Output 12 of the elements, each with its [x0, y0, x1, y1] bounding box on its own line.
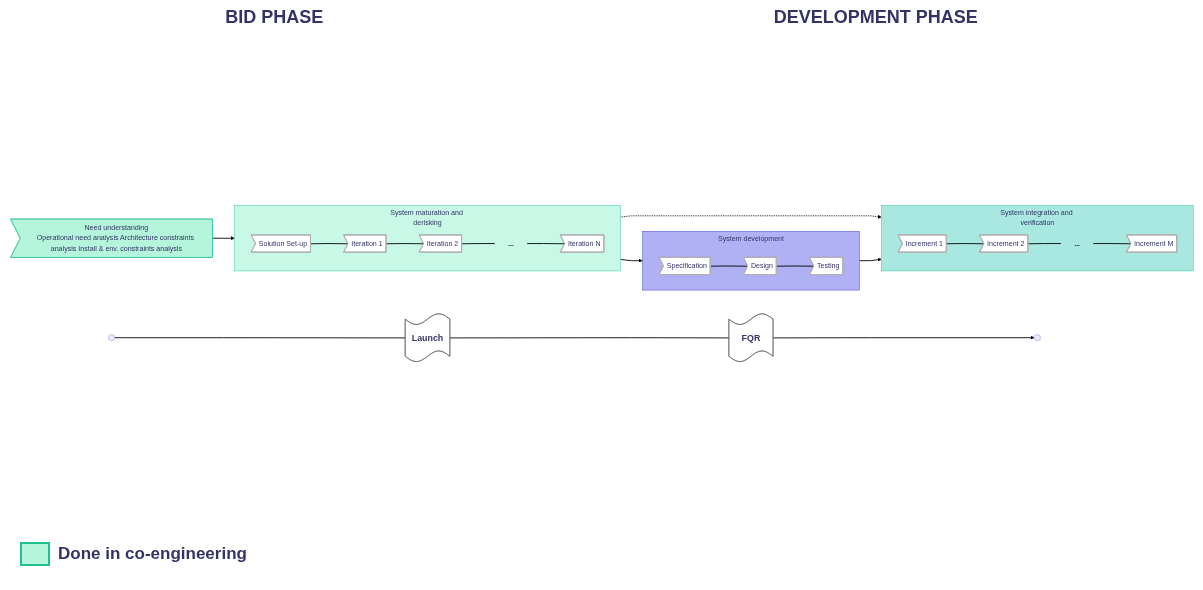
phase-label: BID PHASE: [225, 6, 324, 28]
connector: [526, 243, 565, 245]
connector: [460, 243, 495, 245]
connector: [309, 243, 349, 245]
connector: [1092, 243, 1131, 245]
connector: [449, 337, 730, 339]
connector: [385, 243, 424, 245]
connector: [1027, 243, 1061, 245]
legend-text: Done in co-engineering: [58, 544, 247, 564]
connector: [113, 337, 406, 339]
phase-label: DEVELOPMENT PHASE: [773, 6, 978, 28]
connector: [945, 243, 984, 245]
